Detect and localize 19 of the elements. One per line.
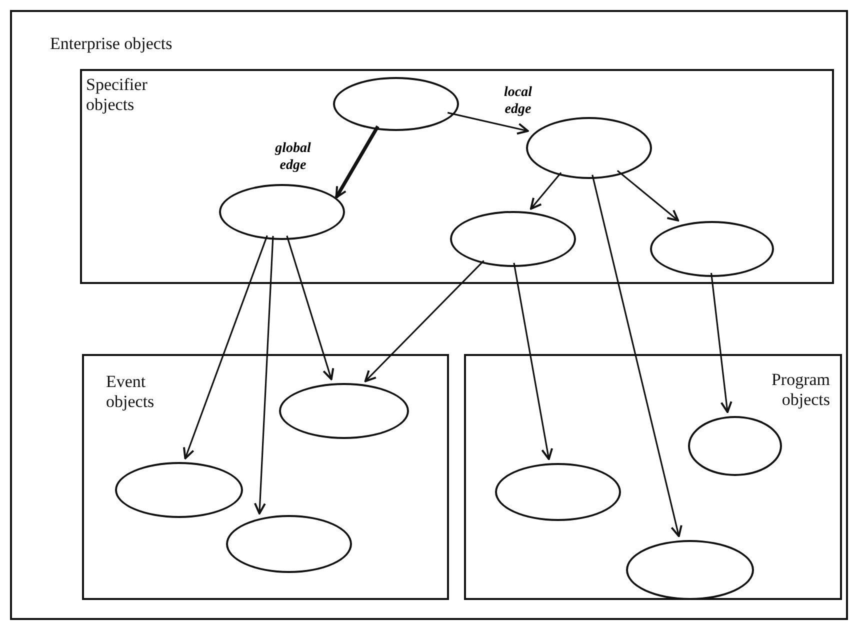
arrow (513, 262, 554, 460)
arrow (334, 125, 380, 198)
group-title: Event objects (106, 372, 156, 412)
arrow (616, 170, 680, 222)
group-title: Program objects (770, 370, 830, 410)
arrow (364, 260, 484, 382)
arrow (286, 235, 334, 380)
arrow (254, 236, 274, 514)
arrow (530, 172, 562, 210)
group-box (10, 10, 848, 620)
arrow (592, 174, 682, 538)
group-box (82, 354, 449, 600)
arrow (447, 112, 529, 135)
arrow (183, 235, 268, 460)
arrow (710, 272, 732, 414)
group-box (464, 354, 842, 600)
group-title: Enterprise objects (50, 34, 172, 54)
group-box (80, 69, 834, 284)
group-title: Specifier objects (86, 75, 148, 115)
